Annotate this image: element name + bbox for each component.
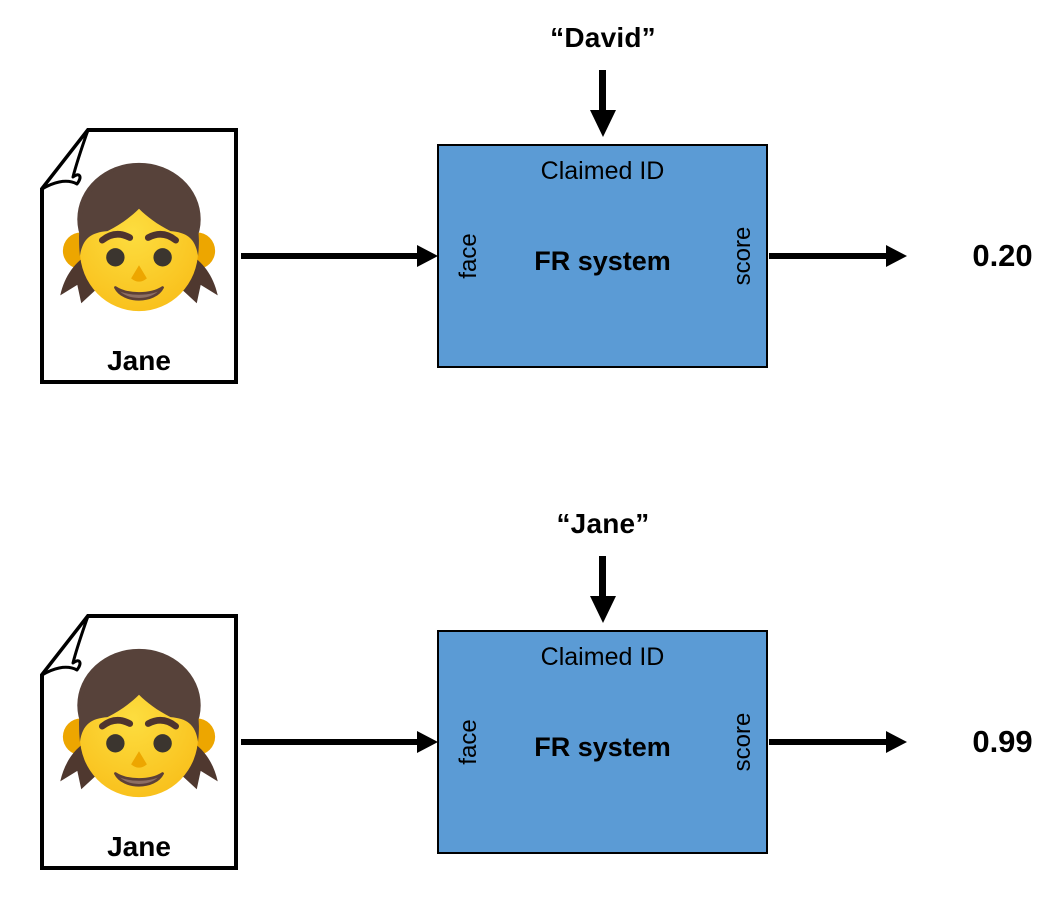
claimed-id-text: “David” [550,22,656,53]
fr-system-box: Claimed ID FR system face score [437,144,768,368]
claimed-id-arrowhead-icon [590,110,616,137]
face-input-arrow-icon [241,253,417,259]
verification-example-row-1: “David” [38,22,1033,385]
face-input-arrowhead-icon [417,245,438,267]
claimed-id-arrow-icon [599,70,606,111]
score-output-arrowhead-icon [886,245,907,267]
claimed-id-port-label: Claimed ID [540,157,665,185]
probe-photo-document: Jane [38,613,240,871]
score-output-arrowhead-icon [886,731,907,753]
claimed-id-arrow-icon [599,556,606,597]
girl-emoji-icon [60,162,218,312]
score-output-arrow-icon [769,253,886,259]
claimed-id-text: “Jane” [556,508,650,539]
fr-system-box: Claimed ID FR system face score [437,630,768,854]
face-input-arrowhead-icon [417,731,438,753]
fr-system-label: FR system [534,246,671,276]
score-value: 0.20 [972,238,1033,273]
face-port-label: face [455,233,482,279]
score-port-label: score [729,226,756,286]
photo-name-label: Jane [107,831,171,862]
score-output-arrow-icon [769,739,886,745]
score-port-label: score [729,712,756,772]
claimed-id-port-label: Claimed ID [540,643,665,671]
verification-example-row-2: “Jane” [0,486,1064,898]
score-value: 0.99 [972,724,1033,759]
probe-photo-document: Jane [38,127,240,385]
face-port-label: face [455,719,482,765]
photo-name-label: Jane [107,345,171,376]
girl-emoji-icon [60,648,218,798]
fr-system-label: FR system [534,732,671,762]
claimed-id-arrowhead-icon [590,596,616,623]
face-input-arrow-icon [241,739,417,745]
